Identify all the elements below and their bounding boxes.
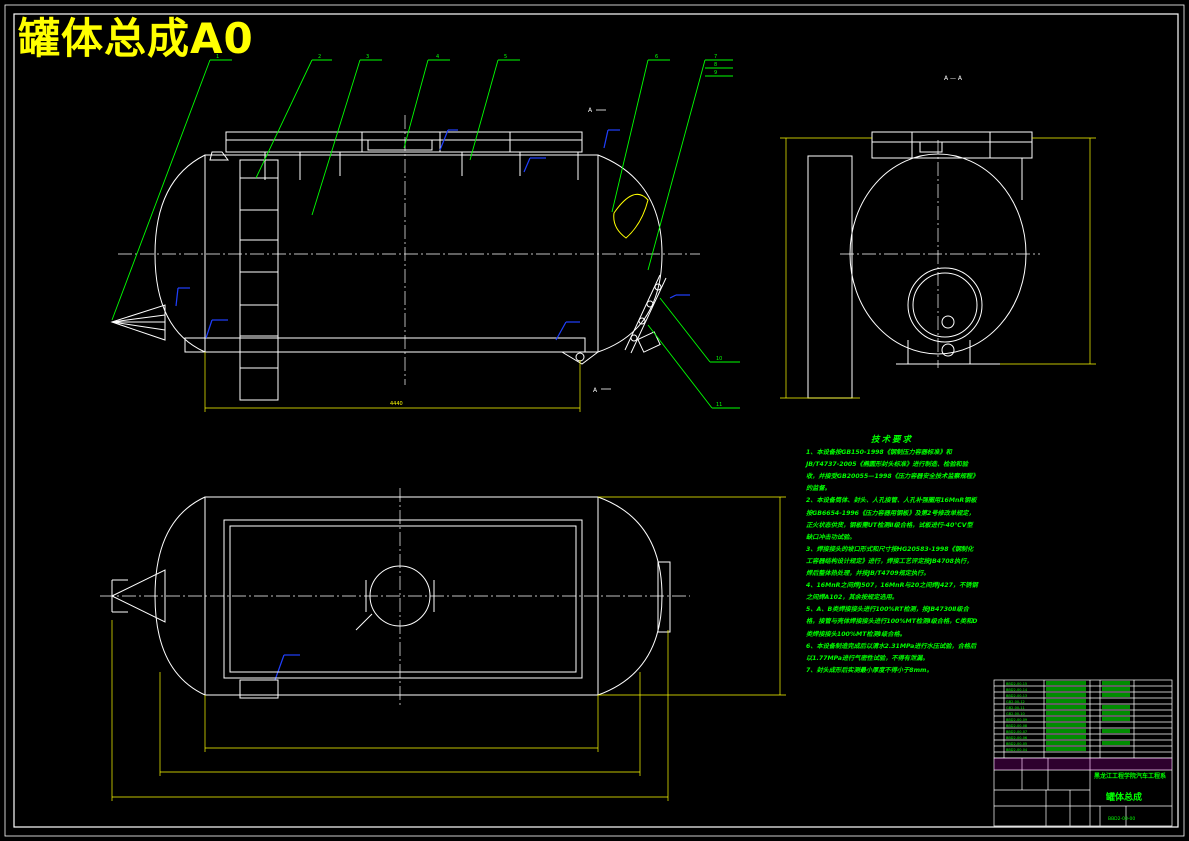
requirement-item: 4、16MnR之间焊J507，16MnR与20之间焊J427，不锈钢之间焊A10… (806, 582, 978, 602)
plan-view (110, 496, 671, 699)
svg-text:8: 8 (714, 62, 717, 68)
sheet-title: 罐体总成A0 (18, 14, 254, 63)
title-block-drawing-number: BBD2-00-00 (1108, 816, 1135, 822)
svg-text:11: 11 (716, 402, 722, 408)
plan-view-dims (111, 496, 786, 801)
part-list-table (993, 679, 1173, 759)
svg-text:5: 5 (504, 54, 507, 60)
svg-text:3: 3 (366, 54, 369, 60)
svg-text:2: 2 (318, 54, 321, 60)
requirement-item: 5、A、B类焊接接头进行100%RT检测，按JB4730Ⅱ级合格，接管与壳体焊接… (806, 606, 978, 638)
requirement-item: 3、焊接接头的坡口形式和尺寸按HG20583-1998《钢制化工容器结构设计规定… (806, 545, 974, 578)
sheet-inner-border (13, 13, 1179, 828)
svg-text:BBD2-00-15: BBD2-00-15 (1006, 682, 1027, 686)
ladder (239, 159, 279, 401)
svg-text:BBD2-00-05: BBD2-00-05 (1006, 742, 1027, 746)
requirement-item: 7、封头成形后实测最小厚度不得小于8mm。 (806, 666, 933, 674)
svg-text:9: 9 (714, 70, 717, 76)
tank-shell-front (154, 154, 663, 353)
cut-marker-bottom: A (593, 387, 598, 394)
plan-view-centerlines (100, 488, 690, 706)
svg-text:4440: 4440 (390, 401, 403, 407)
nozzle-tags (175, 129, 690, 681)
balloon-numbers: 1 2 3 4 5 6 7 8 9 10 11 (216, 54, 722, 408)
title-block-organization: 黑龙江工程学院汽车工程系 (1094, 772, 1166, 780)
section-view (807, 131, 1033, 399)
title-block (993, 757, 1173, 827)
requirement-item: 2、本设备筒体、封头、人孔接管、人孔补强圈用16MnR钢板按GB6654-199… (806, 497, 977, 541)
leader-lines (111, 59, 740, 409)
part-list-fills (1046, 681, 1130, 751)
section-view-centerlines (840, 140, 1040, 368)
svg-text:GB2-00-10: GB2-00-10 (1006, 712, 1025, 716)
svg-text:BBD2-00-14: BBD2-00-14 (1006, 688, 1028, 692)
section-label: A — A (944, 75, 963, 82)
svg-text:7: 7 (714, 54, 717, 60)
cut-marker-top: A (588, 107, 593, 114)
svg-text:1: 1 (216, 54, 219, 60)
svg-text:GB2-00-12: GB2-00-12 (1006, 700, 1025, 704)
svg-text:6: 6 (655, 54, 658, 60)
top-platform-plan (223, 519, 583, 679)
detail-arc (613, 193, 649, 239)
part-list-entries: BBD2-00-15 BBD2-00-14 BBD2-00-13 GB2-00-… (1006, 682, 1028, 752)
svg-text:10: 10 (716, 356, 722, 362)
svg-text:BBD2-00-09: BBD2-00-09 (1006, 718, 1027, 722)
requirement-item: 1、本设备按GB150-1998《钢制压力容器标准》和JB/T4737-2005… (806, 449, 976, 493)
sheet-outer-border (4, 4, 1185, 837)
svg-text:GB2-00-11: GB2-00-11 (1006, 706, 1025, 710)
technical-requirements-heading: 技术要求 (870, 435, 913, 445)
requirement-item: 6、本设备制造完成后以清水2.31MPa进行水压试验，合格后以1.77MPa进行… (806, 642, 977, 662)
svg-text:BBD2-00-13: BBD2-00-13 (1006, 694, 1027, 698)
front-view-dimensions (204, 352, 581, 412)
svg-text:BBD2-00-08: BBD2-00-08 (1006, 724, 1027, 728)
front-view-centerlines (118, 115, 700, 385)
front-view (110, 131, 667, 401)
svg-text:4: 4 (436, 54, 439, 60)
top-platform (225, 131, 583, 153)
svg-text:BBD2-00-07: BBD2-00-07 (1006, 730, 1027, 734)
title-block-drawing-name: 罐体总成 (1105, 791, 1142, 803)
svg-text:BBD2-00-04: BBD2-00-04 (1006, 748, 1028, 752)
section-view-dims (780, 137, 1096, 399)
technical-requirements: 技术要求 1、本设备按GB150-1998《钢制压力容器标准》和JB/T4737… (806, 434, 978, 677)
svg-text:BBD2-00-06: BBD2-00-06 (1006, 736, 1027, 740)
